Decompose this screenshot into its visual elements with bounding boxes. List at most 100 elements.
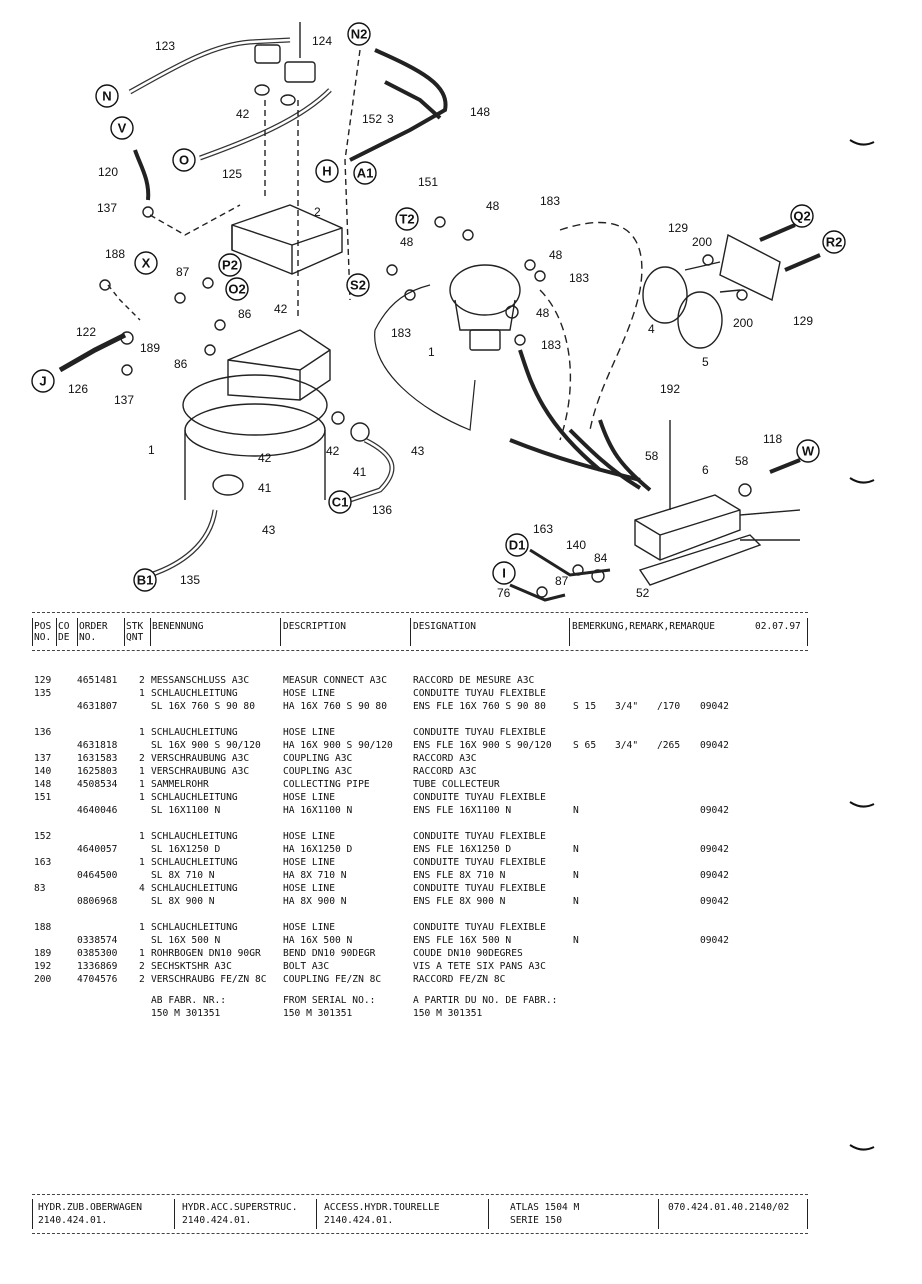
- row-pos: 189: [34, 948, 52, 959]
- row-remark-1: N: [573, 805, 579, 816]
- row-designation: ENS FLE 16X1250 D: [413, 844, 512, 855]
- row-designation: CONDUITE TUYAU FLEXIBLE: [413, 857, 546, 868]
- part-number-label: 41: [258, 481, 272, 495]
- part-number-label: 58: [645, 449, 659, 463]
- row-order: 4651481: [77, 675, 118, 686]
- footer-sep: [488, 1199, 489, 1229]
- footer-sep: [807, 1199, 808, 1229]
- row-description: HOSE LINE: [283, 922, 335, 933]
- row-benennung: SL 16X 900 S 90/120: [151, 740, 261, 751]
- part-number-label: 183: [540, 194, 560, 208]
- row-qty: 1: [139, 948, 145, 959]
- part-number-label: 87: [555, 574, 569, 588]
- part-number-label: 1: [148, 443, 155, 457]
- header-top-rule: [32, 612, 808, 613]
- row-order: 0338574: [77, 935, 118, 946]
- part-number-label: 48: [536, 306, 550, 320]
- row-pos: 192: [34, 961, 52, 972]
- part-number-label: 122: [76, 325, 96, 339]
- footer-bottom-rule: [32, 1233, 808, 1234]
- row-description: HA 16X 500 N: [283, 935, 353, 946]
- row-remark-3: /265: [657, 740, 681, 751]
- serial-value-fr: 150 M 301351: [413, 1008, 483, 1019]
- connection-letter: R2: [826, 235, 843, 250]
- row-pos: 188: [34, 922, 52, 933]
- part-number-label: 48: [400, 235, 414, 249]
- row-qty: 2: [139, 961, 145, 972]
- row-order: 4508534: [77, 779, 118, 790]
- part-number-label: 135: [180, 573, 200, 587]
- row-designation: ENS FLE 16X 900 S 90/120: [413, 740, 552, 751]
- row-benennung: SCHLAUCHLEITUNG: [151, 922, 238, 933]
- connection-circle: [95, 84, 119, 108]
- part-number-label: 126: [68, 382, 88, 396]
- part-number-label: 3: [387, 112, 394, 126]
- row-designation: RACCORD DE MESURE A3C: [413, 675, 535, 686]
- row-remark-1: S 15: [573, 701, 597, 712]
- footer-sep: [316, 1199, 317, 1229]
- part-number-label: 189: [140, 341, 160, 355]
- row-qty: 1: [139, 779, 145, 790]
- connection-letter: N2: [351, 27, 368, 42]
- row-benennung: SECHSKTSHR A3C: [151, 961, 232, 972]
- connection-circle: [492, 561, 516, 585]
- connection-circle: [218, 253, 242, 277]
- part-number-label: 188: [105, 247, 125, 261]
- connection-letter: B1: [137, 573, 154, 588]
- row-order: 0464500: [77, 870, 118, 881]
- row-qty: 2: [139, 753, 145, 764]
- connection-circle: [790, 204, 814, 228]
- footer-sep: [658, 1199, 659, 1229]
- part-number-label: 87: [176, 265, 190, 279]
- row-qty: 1: [139, 792, 145, 803]
- connection-letter: O: [179, 153, 189, 168]
- binder-mark: [849, 1144, 875, 1151]
- part-number-label: 48: [549, 248, 563, 262]
- col-sep: [569, 618, 570, 646]
- part-number-label: 86: [238, 307, 252, 321]
- part-number-label: 137: [97, 201, 117, 215]
- row-qty: 1: [139, 922, 145, 933]
- diagram-linework: [58, 22, 821, 602]
- footer-sep: [174, 1199, 175, 1229]
- connection-circle: [796, 439, 820, 463]
- connection-letter: W: [802, 444, 815, 459]
- connection-circle: [315, 159, 339, 183]
- row-description: MEASUR CONNECT A3C: [283, 675, 387, 686]
- connection-letter: T2: [399, 212, 414, 227]
- row-designation: ENS FLE 8X 900 N: [413, 896, 506, 907]
- connection-circle: [133, 568, 157, 592]
- row-order: 0806968: [77, 896, 118, 907]
- row-order: 4640057: [77, 844, 118, 855]
- row-remark-4: 09042: [700, 701, 729, 712]
- serial-value-en: 150 M 301351: [283, 1008, 353, 1019]
- col-sep: [280, 618, 281, 646]
- row-designation: RACCORD FE/ZN 8C: [413, 974, 506, 985]
- col-sep: [124, 618, 125, 646]
- row-designation: RACCORD A3C: [413, 766, 477, 777]
- row-description: HA 16X 900 S 90/120: [283, 740, 393, 751]
- row-description: HOSE LINE: [283, 792, 335, 803]
- row-order: 4631818: [77, 740, 118, 751]
- row-qty: 2: [139, 974, 145, 985]
- part-number-label: 123: [155, 39, 175, 53]
- row-qty: 2: [139, 675, 145, 686]
- connection-letter: N: [102, 89, 111, 104]
- row-qty: 1: [139, 857, 145, 868]
- part-number-label: 42: [274, 302, 288, 316]
- connection-circle: [328, 490, 352, 514]
- row-benennung: SL 16X1250 D: [151, 844, 221, 855]
- row-qty: 4: [139, 883, 145, 894]
- row-order: 1625803: [77, 766, 118, 777]
